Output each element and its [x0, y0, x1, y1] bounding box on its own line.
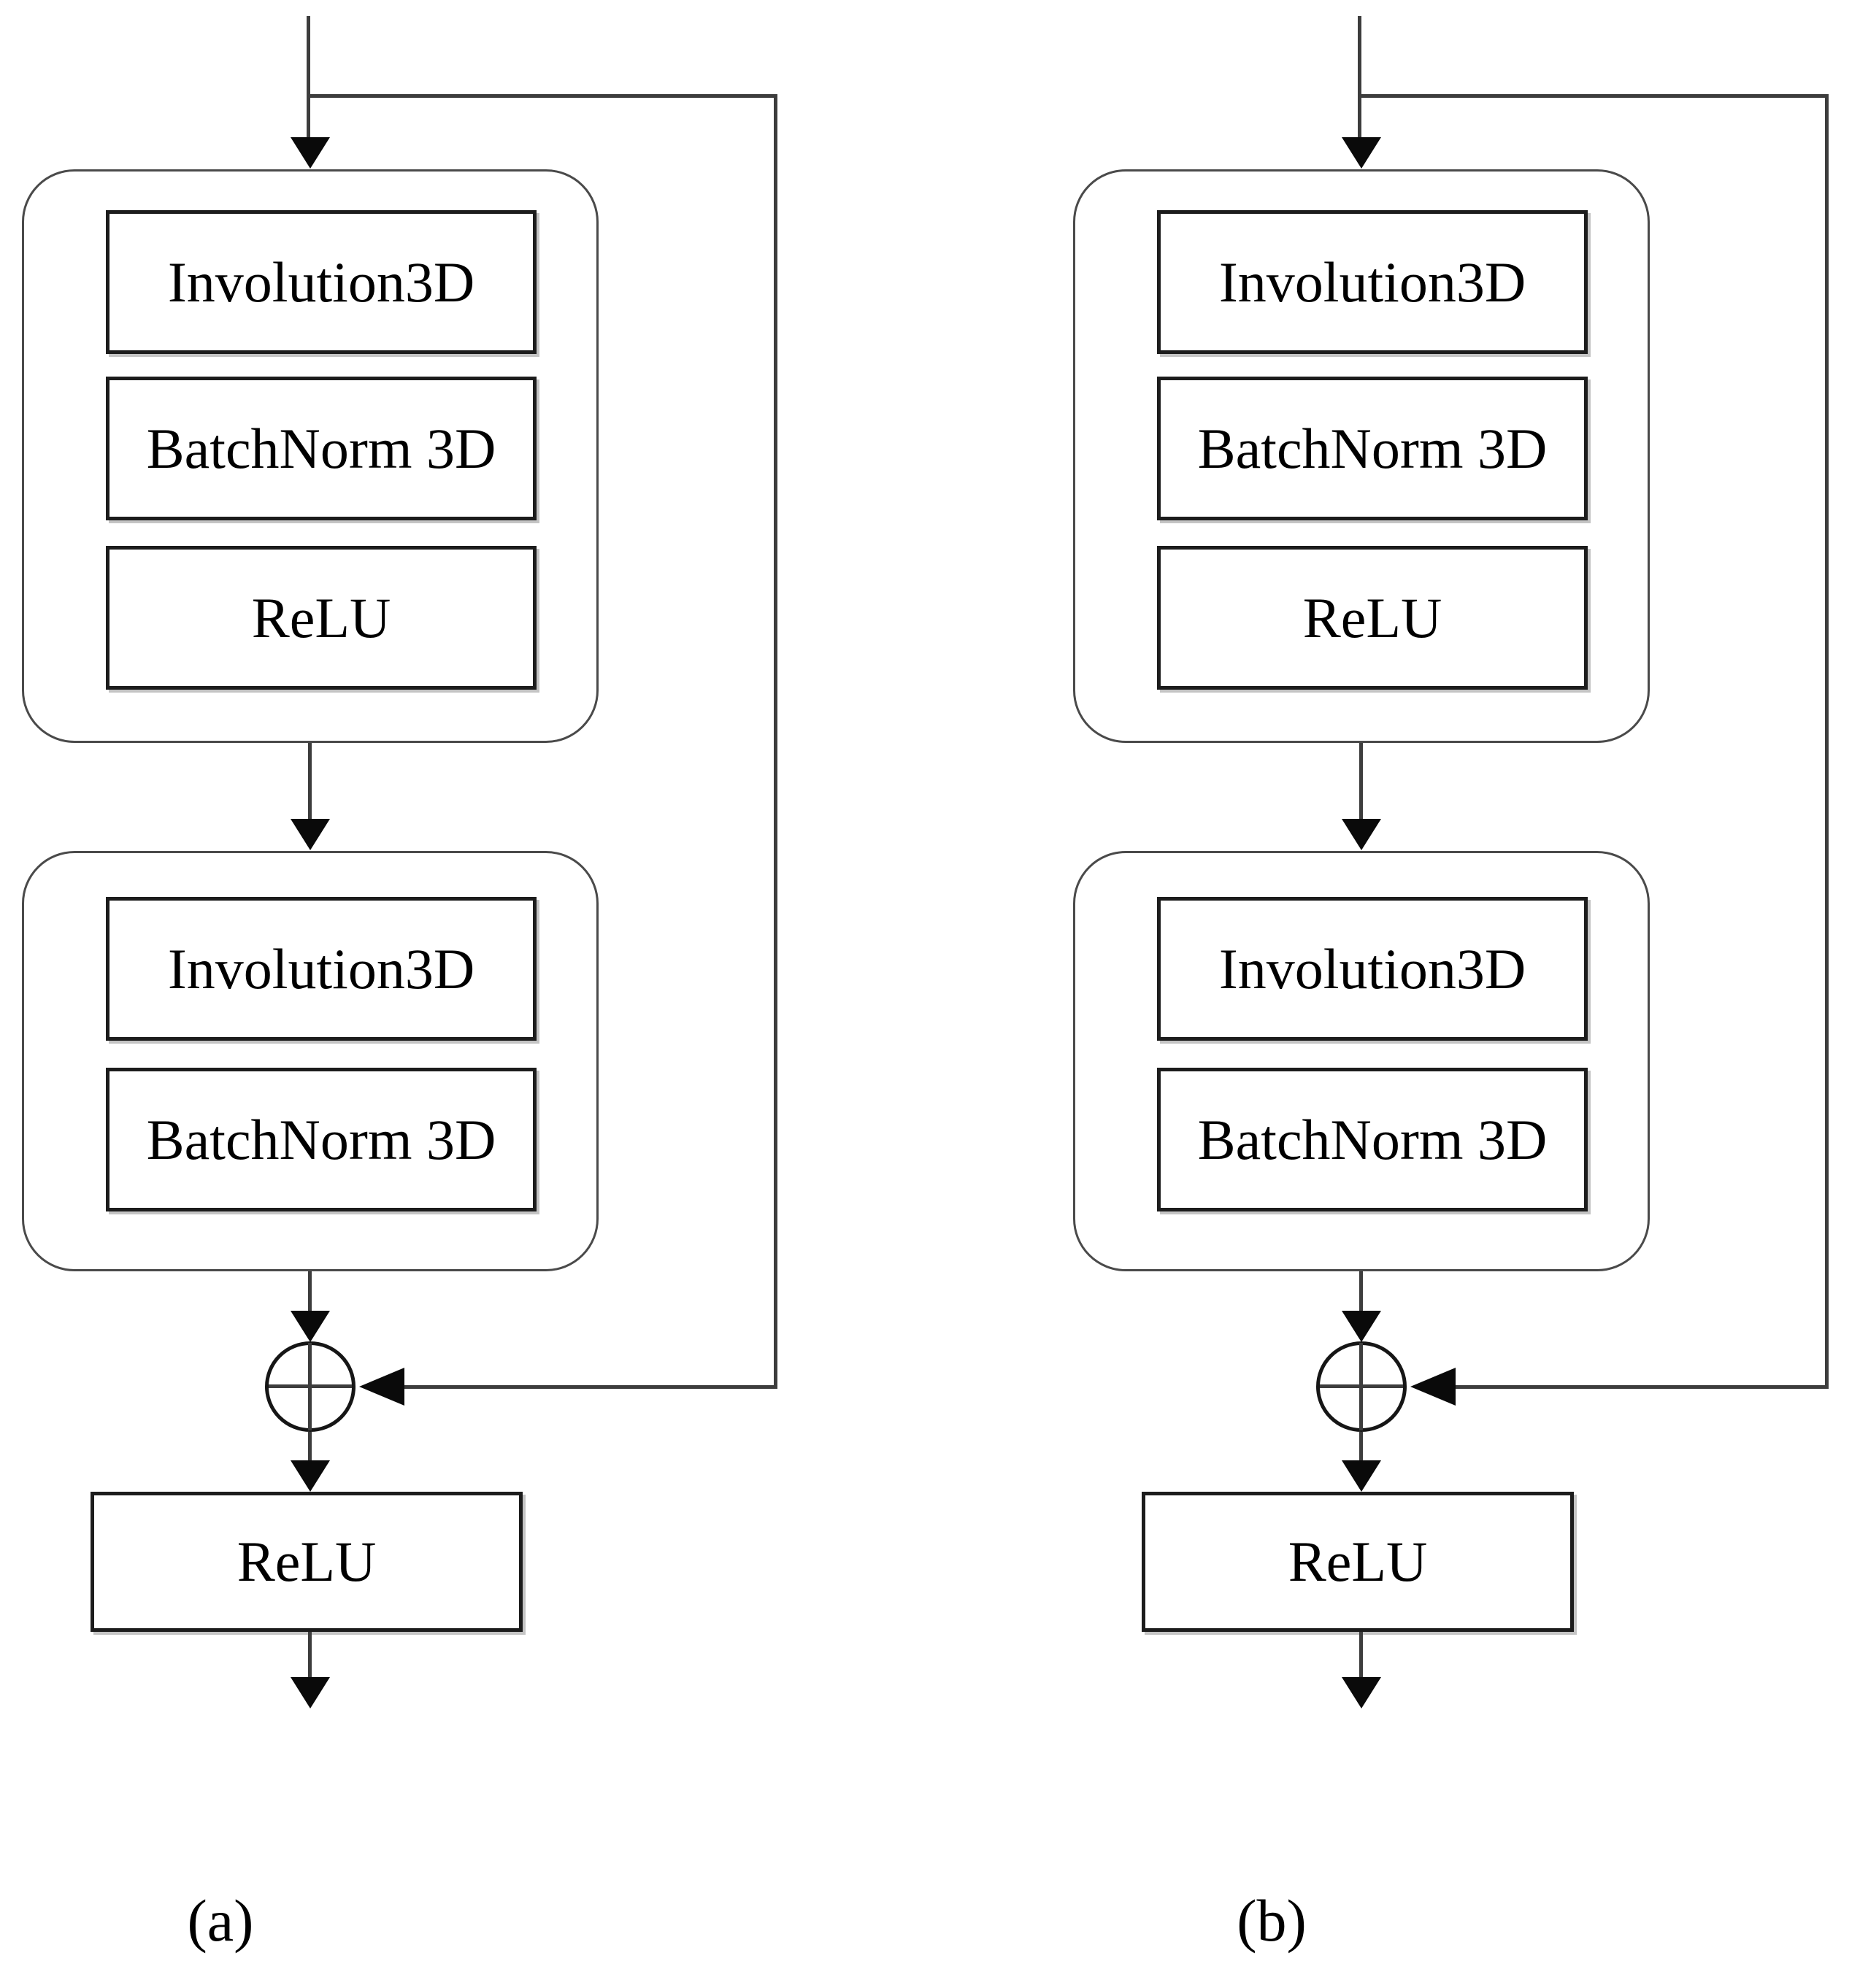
layer-box-involution3d: Involution3D [106, 897, 537, 1041]
skip-return-line [1456, 1385, 1825, 1389]
connector-line [1359, 1432, 1363, 1463]
skip-return-arrowhead-icon [1410, 1368, 1456, 1406]
layer-box-batchnorm3d: BatchNorm 3D [1157, 1068, 1588, 1211]
output-relu-box: ReLU [91, 1492, 523, 1632]
layer-label: Involution3D [167, 250, 475, 314]
input-arrowhead-icon [1342, 137, 1381, 169]
layer-label: Involution3D [1218, 250, 1526, 314]
layer-box-involution3d: Involution3D [106, 210, 537, 354]
output-flow-line [1359, 1632, 1363, 1679]
layer-box-batchnorm3d: BatchNorm 3D [1157, 377, 1588, 520]
layer-label: BatchNorm 3D [146, 1107, 496, 1171]
connector-arrowhead-icon [1342, 1311, 1381, 1342]
connector-arrowhead-icon [291, 819, 330, 850]
output-flow-line [308, 1632, 312, 1679]
connector-arrowhead-icon [1342, 1460, 1381, 1492]
layer-label: BatchNorm 3D [146, 416, 496, 480]
output-arrowhead-icon [1342, 1677, 1381, 1708]
layer-label: ReLU [251, 585, 391, 650]
input-flow-line [1358, 16, 1361, 139]
connector-arrowhead-icon [1342, 819, 1381, 850]
connector-arrowhead-icon [291, 1311, 330, 1342]
add-node-plus-vertical [1359, 1343, 1363, 1430]
layer-label: BatchNorm 3D [1197, 1107, 1548, 1171]
connector-line [308, 1271, 312, 1312]
skip-branch-line [1361, 94, 1829, 98]
layer-label: ReLU [237, 1530, 377, 1593]
layer-box-involution3d: Involution3D [1157, 897, 1588, 1041]
layer-box-batchnorm3d: BatchNorm 3D [106, 1068, 537, 1211]
panel-caption: (a) [187, 1887, 254, 1954]
skip-branch-line [310, 94, 777, 98]
output-relu-box: ReLU [1142, 1492, 1574, 1632]
panel-caption: (b) [1237, 1887, 1307, 1954]
input-flow-line [307, 16, 310, 139]
connector-line [1359, 743, 1363, 820]
panel-b: Involution3D BatchNorm 3D ReLU Involutio… [1051, 0, 1860, 1988]
layer-box-relu: ReLU [106, 546, 537, 690]
layer-box-involution3d: Involution3D [1157, 210, 1588, 354]
skip-vertical-line [774, 94, 777, 1389]
panel-a: Involution3D BatchNorm 3D ReLU Involutio… [0, 0, 825, 1988]
input-arrowhead-icon [291, 137, 330, 169]
connector-line [308, 1432, 312, 1463]
layer-box-batchnorm3d: BatchNorm 3D [106, 377, 537, 520]
layer-label: Involution3D [1218, 936, 1526, 1001]
layer-label: BatchNorm 3D [1197, 416, 1548, 480]
skip-return-line [404, 1385, 774, 1389]
layer-label: ReLU [1288, 1530, 1428, 1593]
add-node-plus-vertical [308, 1343, 312, 1430]
connector-arrowhead-icon [291, 1460, 330, 1492]
layer-label: ReLU [1302, 585, 1442, 650]
output-arrowhead-icon [291, 1677, 330, 1708]
layer-label: Involution3D [167, 936, 475, 1001]
connector-line [1359, 1271, 1363, 1312]
connector-line [308, 743, 312, 820]
layer-box-relu: ReLU [1157, 546, 1588, 690]
skip-vertical-line [1825, 94, 1829, 1389]
skip-return-arrowhead-icon [359, 1368, 404, 1406]
